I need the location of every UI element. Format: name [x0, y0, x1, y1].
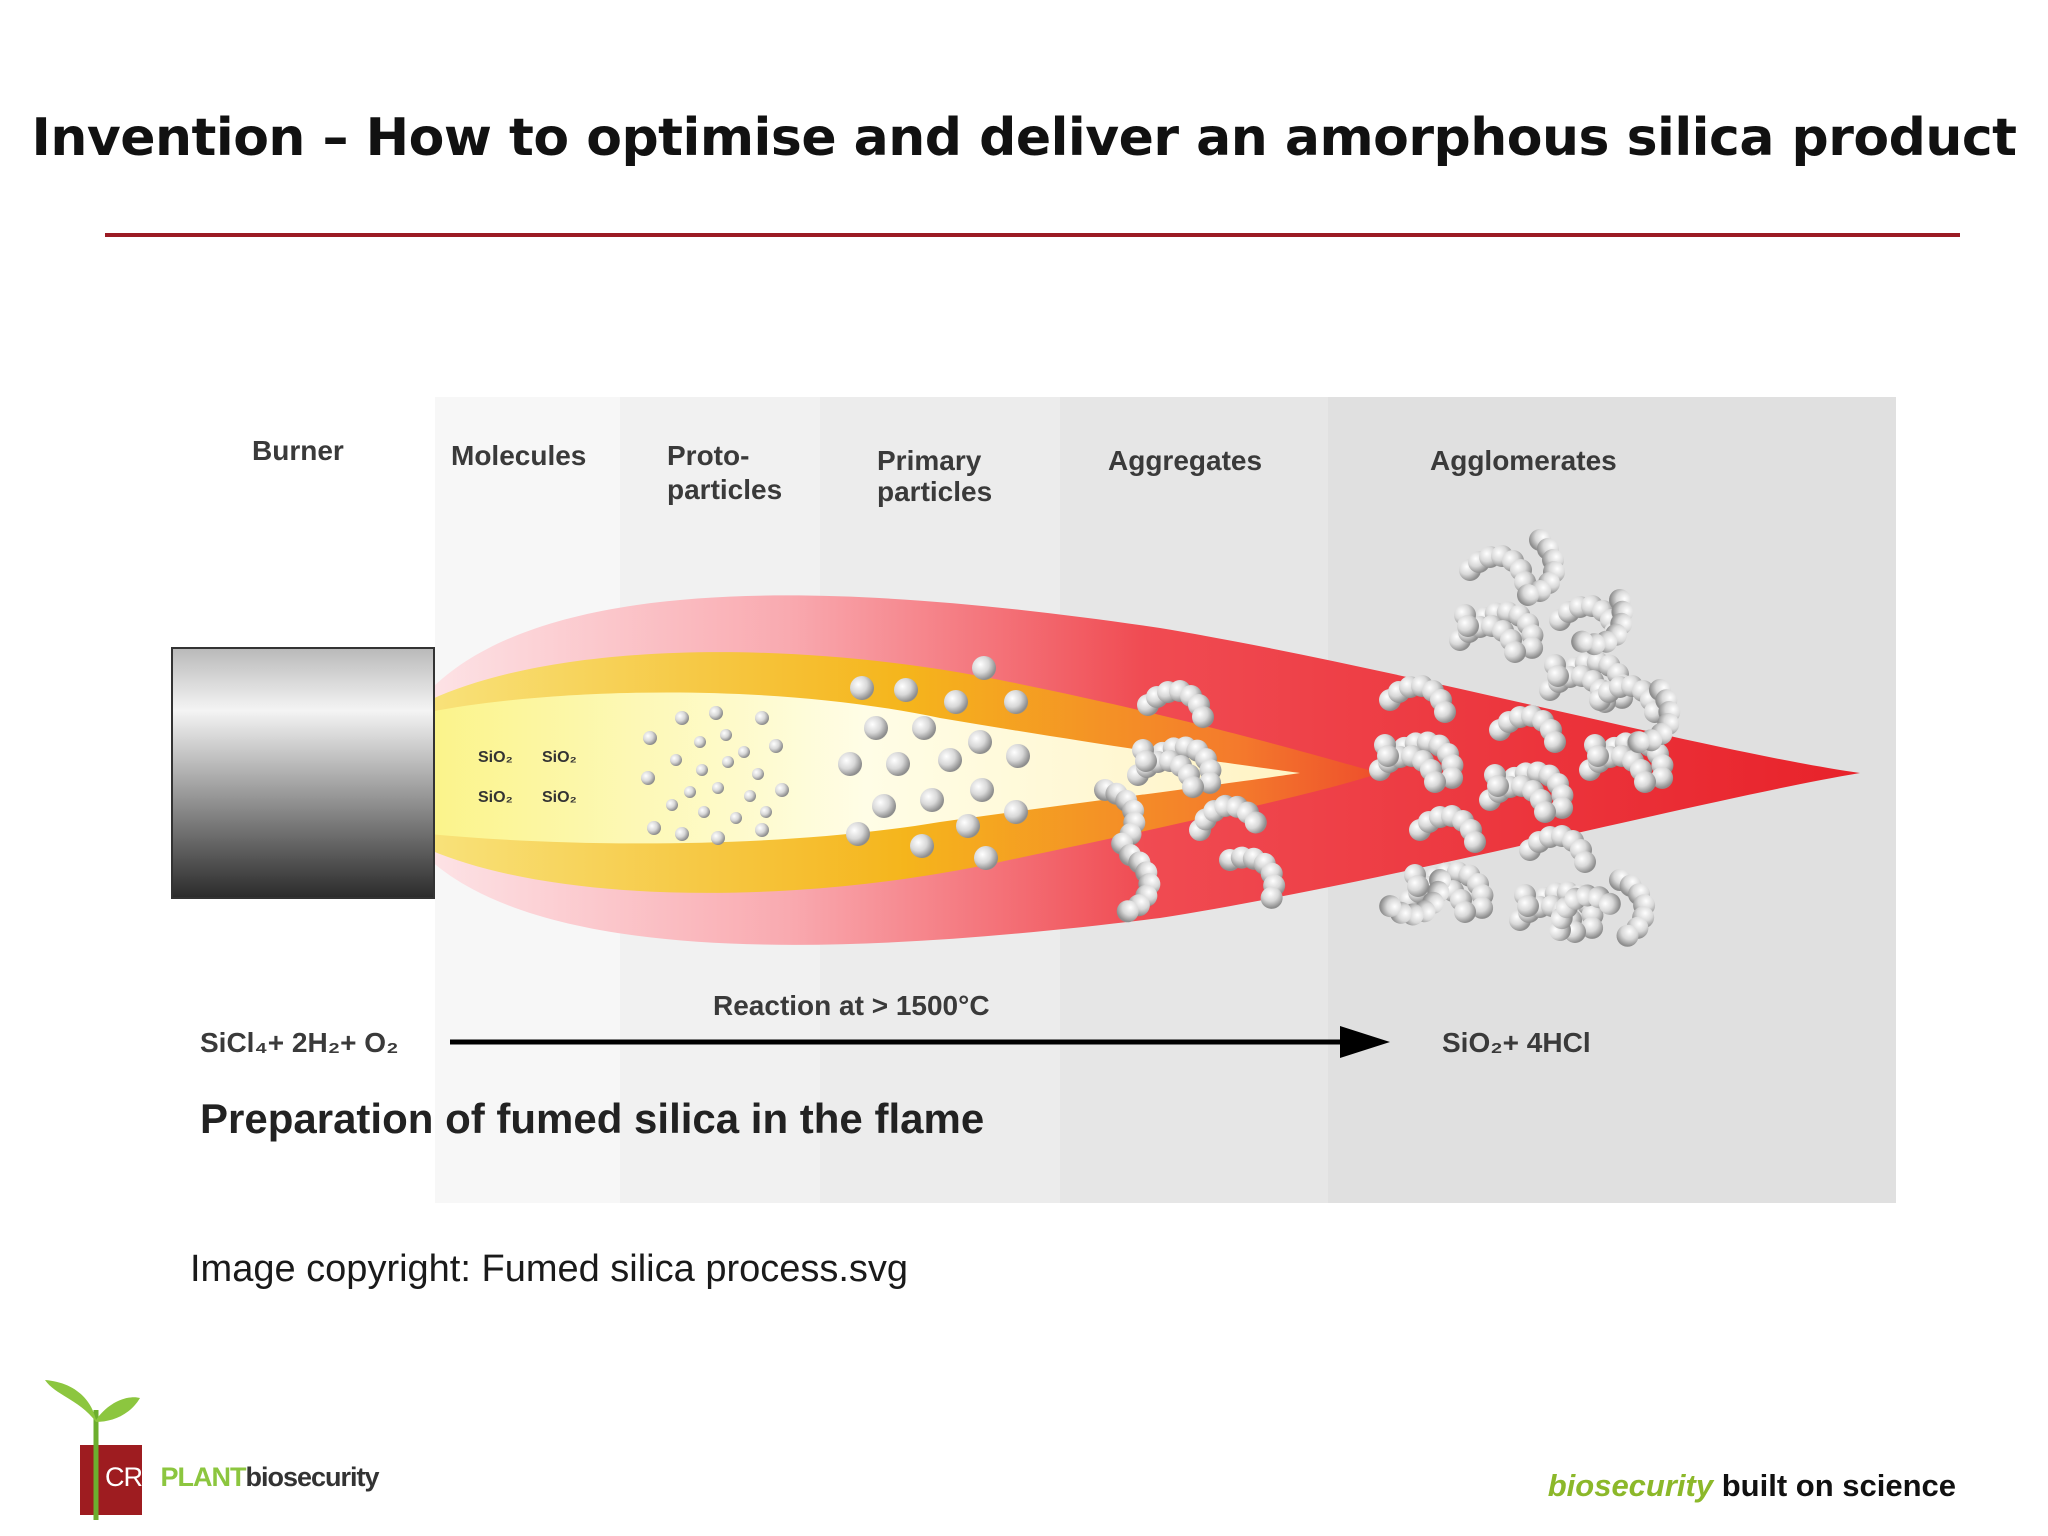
burner-nozzle: [171, 647, 435, 899]
logo-plant: PLANT: [160, 1462, 247, 1492]
reaction-arrow-head: [1340, 1026, 1390, 1058]
stage-label-molecules: Molecules: [451, 440, 586, 471]
logo-wordmark: CRCPLANTbiosecurity: [105, 1462, 380, 1493]
tagline-italic: biosecurity: [1547, 1468, 1714, 1503]
stage-label-burner: Burner: [252, 435, 344, 466]
molecule-label: SiO₂: [542, 749, 577, 766]
molecule-label: SiO₂: [542, 789, 577, 806]
proto-particles: [641, 706, 789, 845]
tagline-rest: built on science: [1713, 1468, 1956, 1503]
primary-particles: [838, 656, 1030, 870]
stage-label-primary-1: Primary: [877, 445, 982, 476]
logo-red-block: [80, 1445, 142, 1515]
products-formula: SiO₂+ 4HCl: [1442, 1027, 1591, 1058]
stage-label-aggregates: Aggregates: [1108, 445, 1262, 476]
crc-logo: [45, 1380, 142, 1520]
image-caption: Image copyright: Fumed silica process.sv…: [190, 1248, 909, 1290]
logo-bio: biosecurity: [245, 1462, 380, 1492]
molecule-labels: SiO₂ SiO₂ SiO₂ SiO₂: [478, 749, 577, 806]
footer-tagline: biosecurity built on science: [1548, 1468, 1956, 1504]
stage-label-proto-2: particles: [667, 474, 782, 505]
diagram-heading: Preparation of fumed silica in the flame: [200, 1095, 984, 1142]
stage-label-proto-1: Proto-: [667, 440, 749, 471]
flame-core: [430, 692, 1300, 844]
reaction-label: Reaction at > 1500°C: [713, 990, 990, 1021]
stage-label-agglomerates: Agglomerates: [1430, 445, 1617, 476]
molecule-label: SiO₂: [478, 749, 513, 766]
slide-title: Invention – How to optimise and deliver …: [31, 108, 2017, 168]
stage-label-primary-2: particles: [877, 476, 992, 507]
reactants-formula: SiCl₄+ 2H₂+ O₂: [200, 1027, 399, 1058]
logo-crc: CRC: [105, 1462, 161, 1492]
logo-leaf-left: [45, 1380, 96, 1422]
title-divider: [105, 233, 1960, 237]
molecule-label: SiO₂: [478, 789, 513, 806]
logo-leaf-right: [96, 1397, 140, 1422]
